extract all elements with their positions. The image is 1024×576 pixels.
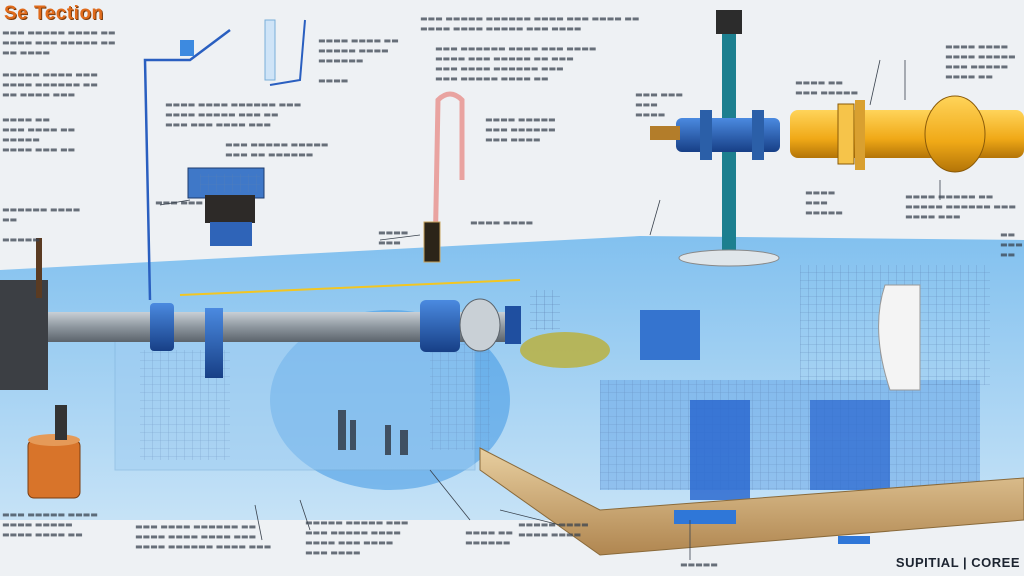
orange-tank [27,439,81,499]
annotation-block: ▬▬▬▬▬ ▬▬▬▬ ▬▬▬▬ ▬▬▬▬ [518,520,589,539]
blue-cable-mid [269,19,306,86]
annotation-block: ▬▬ ▬▬▬ ▬▬ [1000,230,1023,259]
annotation-block: ▬▬▬▬▬ ▬▬▬▬ ▬▬▬ ▬▬▬▬ ▬▬▬▬▬▬ ▬▬ ▬▬ ▬▬▬▬ ▬▬… [2,70,98,99]
left-pump-housing [0,280,48,390]
pink-hose [432,91,465,261]
annotation-block: ▬▬▬▬ ▬▬▬ ▬▬▬▬▬ [805,188,843,217]
annotation-block: ▬▬▬ ▬▬▬▬▬ ▬▬▬▬ ▬▬▬▬ ▬▬▬▬▬ ▬▬▬▬ ▬▬▬▬ ▬▬ [2,510,98,539]
annotation-block: ▬▬▬▬ ▬▬▬ [378,228,409,247]
diagram-title: Se Tection [4,3,104,24]
yellow-leader [179,279,521,296]
blue-crossing-pipe [676,118,780,152]
annotation-block: ▬▬▬ ▬▬▬ [155,198,203,207]
annotation-block: ▬▬▬▬ ▬▬▬▬ ▬▬▬▬ ▬▬▬▬▬ ▬▬▬ ▬▬▬▬▬ ▬▬▬▬ ▬▬ [945,42,1016,81]
annotation-block: ▬▬▬▬▬ ▬▬▬▬▬ ▬▬▬ ▬▬▬ ▬▬▬▬▬ ▬▬▬▬ ▬▬▬▬ ▬▬▬ … [305,518,409,557]
annotation-block: ▬▬▬▬ ▬▬ ▬▬▬ ▬▬▬▬ ▬▬ ▬▬▬▬▬ ▬▬▬▬ ▬▬▬ ▬▬ [2,115,76,154]
annotation-block: ▬▬▬▬ ▬▬▬▬ ▬▬▬▬▬▬ ▬▬▬ ▬▬▬▬ ▬▬▬▬▬ ▬▬▬ ▬▬ ▬… [165,100,302,129]
hose-valve [423,221,441,263]
annotation-block: ▬▬▬▬ ▬▬▬▬ [470,218,534,227]
yellow-main-pipe [790,110,1024,158]
annotation-block: ▬▬▬▬ ▬▬ ▬▬▬▬▬▬ [465,528,513,547]
annotation-block: ▬▬▬▬▬▬ ▬▬▬▬ ▬▬ ▬▬▬▬▬ [2,205,81,244]
annotation-leaders [159,59,941,560]
blue-cable-left [143,29,231,301]
annotation-block: ▬▬▬ ▬▬▬▬▬ ▬▬▬▬▬ ▬▬▬ ▬▬ ▬▬▬▬▬▬ [225,140,329,159]
annotation-block: ▬▬▬▬▬ [680,560,718,569]
annotation-block: ▬▬▬ ▬▬▬▬ ▬▬▬▬▬▬ ▬▬ ▬▬▬▬ ▬▬▬▬ ▬▬▬▬ ▬▬▬ ▬▬… [135,522,272,551]
annotation-block: ▬▬▬ ▬▬▬▬▬ ▬▬▬▬ ▬▬ ▬▬▬▬ ▬▬▬ ▬▬▬▬▬ ▬▬ ▬▬ ▬… [2,28,116,57]
underwater-structures [338,410,408,455]
control-module [187,167,265,246]
sandy-foundation [479,447,1024,556]
annotation-block: ▬▬▬ ▬▬▬▬▬▬ ▬▬▬▬ ▬▬▬ ▬▬▬▬ ▬▬▬▬ ▬▬▬ ▬▬▬▬▬ … [435,44,597,83]
annotation-block: ▬▬▬▬ ▬▬▬▬▬ ▬▬▬ ▬▬▬▬▬▬ ▬▬▬ ▬▬▬▬ [485,115,556,144]
annotation-block: ▬▬▬▬ ▬▬▬▬ ▬▬ ▬▬▬▬▬ ▬▬▬▬ ▬▬▬▬▬▬ ▬▬▬▬ [318,36,399,85]
annotation-block: ▬▬▬ ▬▬▬ ▬▬▬ ▬▬▬▬ [635,90,683,119]
offshore-platform [520,265,990,500]
annotation-block: ▬▬▬▬ ▬▬ ▬▬▬ ▬▬▬▬▬ [795,78,859,97]
annotation-block: ▬▬▬▬ ▬▬▬▬▬ ▬▬ ▬▬▬▬▬ ▬▬▬▬▬▬ ▬▬▬ ▬▬▬▬ ▬▬▬ [905,192,1016,221]
diagram-caption: SUPITIAL | COREE [895,555,1020,570]
annotation-block: ▬▬▬ ▬▬▬▬▬ ▬▬▬▬▬▬ ▬▬▬▬ ▬▬▬ ▬▬▬▬ ▬▬ ▬▬▬▬ ▬… [420,14,640,33]
